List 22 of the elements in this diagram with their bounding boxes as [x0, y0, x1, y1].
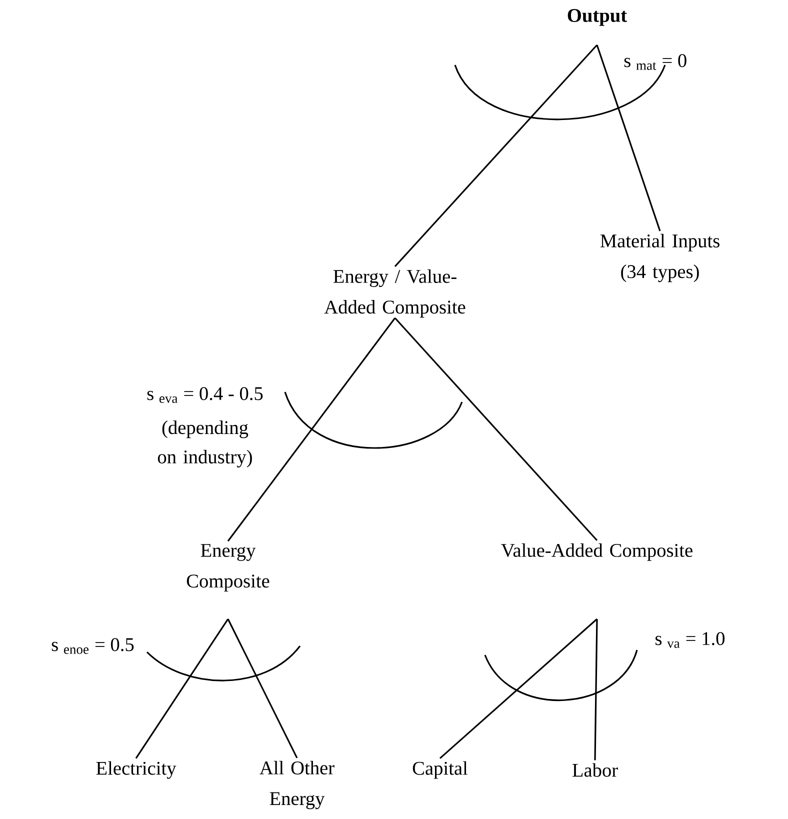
node-label: Value-Added Composite	[501, 543, 692, 561]
node-label: All Other Energy	[260, 760, 334, 810]
elasticity-label: s $_{eva}$ = 0.4 - 0.5	[147, 387, 263, 403]
node-label: Output	[568, 9, 627, 26]
elasticity-label: (depending on industry)	[158, 420, 252, 468]
branch-line	[394, 317, 598, 541]
branch-line	[394, 44, 598, 267]
node-label: Material Inputs (34 types)	[600, 234, 720, 282]
elasticity-label: s $_{enoe}$ = 0.5	[52, 638, 134, 654]
branch-line	[227, 618, 298, 758]
branch-line	[439, 618, 598, 759]
branch-line	[135, 618, 229, 759]
node-label: Labor	[572, 763, 618, 777]
branch-line	[594, 619, 598, 760]
node-label: Energy Composite	[186, 544, 270, 592]
branch-line	[596, 44, 661, 232]
branch-line	[227, 318, 396, 542]
node-label: Electricity	[96, 761, 176, 779]
node-label: Energy / Value-Added Composite	[324, 269, 466, 318]
node-label: Capital	[412, 761, 468, 779]
elasticity-label: s $_{va}$ = 1.0	[656, 632, 725, 648]
elasticity-label: s $_{mat}$ = 0	[624, 54, 686, 70]
